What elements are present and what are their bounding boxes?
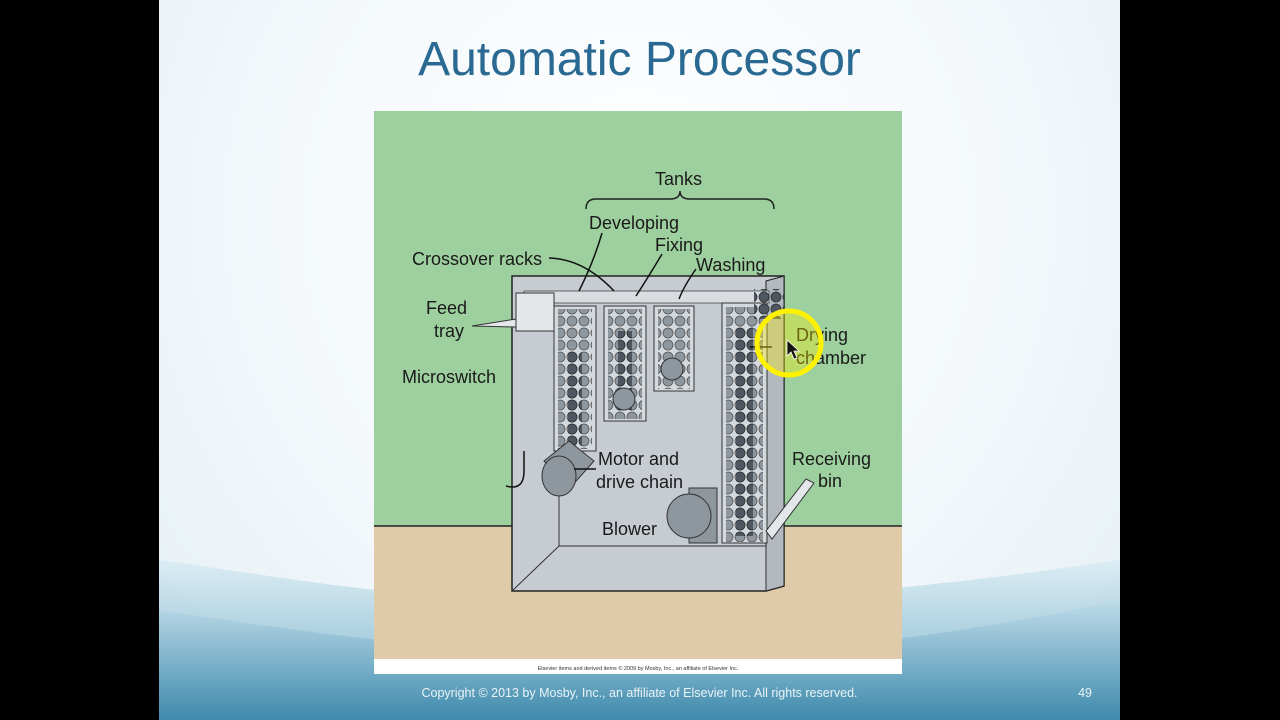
label-feed: Feed bbox=[426, 298, 467, 318]
label-tray: tray bbox=[434, 321, 464, 341]
label-fixing: Fixing bbox=[655, 235, 703, 255]
label-receiving: Receiving bbox=[792, 449, 871, 469]
callout-lines bbox=[505, 232, 772, 488]
motor bbox=[541, 440, 595, 497]
label-tanks: Tanks bbox=[655, 169, 702, 189]
slide-number: 49 bbox=[1078, 686, 1092, 700]
processor-body bbox=[471, 275, 815, 592]
label-developing: Developing bbox=[589, 213, 679, 233]
receiving-bin bbox=[765, 478, 815, 540]
label-blower: Blower bbox=[602, 519, 657, 539]
cursor-icon bbox=[786, 339, 801, 360]
credit-strip bbox=[374, 659, 902, 674]
blower bbox=[666, 487, 718, 544]
label-crossover-racks: Crossover racks bbox=[412, 249, 542, 269]
processor-diagram: Elsevier items and derived items © 2009 … bbox=[374, 111, 902, 674]
label-washing: Washing bbox=[696, 255, 765, 275]
label-bin: bin bbox=[818, 471, 842, 491]
label-motor: Motor and bbox=[598, 449, 679, 469]
label-microswitch: Microswitch bbox=[402, 367, 496, 387]
slide-title: Automatic Processor bbox=[418, 33, 861, 86]
label-drive-chain: drive chain bbox=[596, 472, 683, 492]
feed-tray-box bbox=[515, 292, 555, 332]
tanks-brace bbox=[585, 190, 775, 210]
copyright-text: Copyright © 2013 by Mosby, Inc., an affi… bbox=[421, 686, 858, 700]
image-credit: Elsevier items and derived items © 2009 … bbox=[538, 665, 739, 672]
slide: Automatic Processor Elsevier items and d… bbox=[159, 0, 1120, 720]
